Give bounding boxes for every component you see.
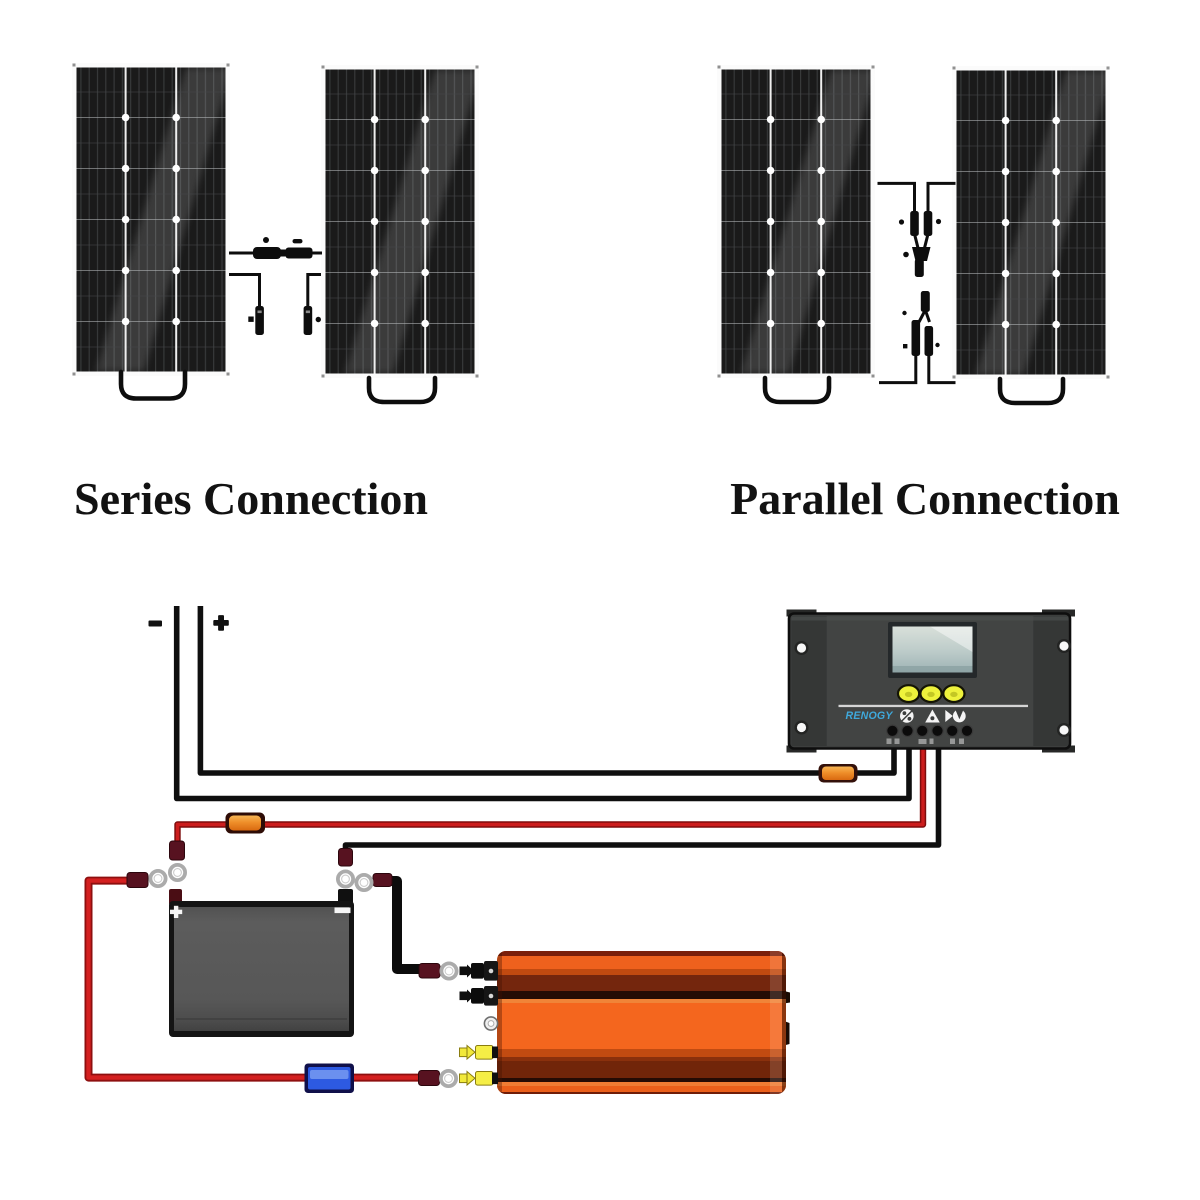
svg-text:Parallel Connection: Parallel Connection [730, 473, 1120, 524]
svg-text:RENOGY: RENOGY [846, 710, 894, 722]
svg-text:Series Connection: Series Connection [74, 473, 428, 524]
